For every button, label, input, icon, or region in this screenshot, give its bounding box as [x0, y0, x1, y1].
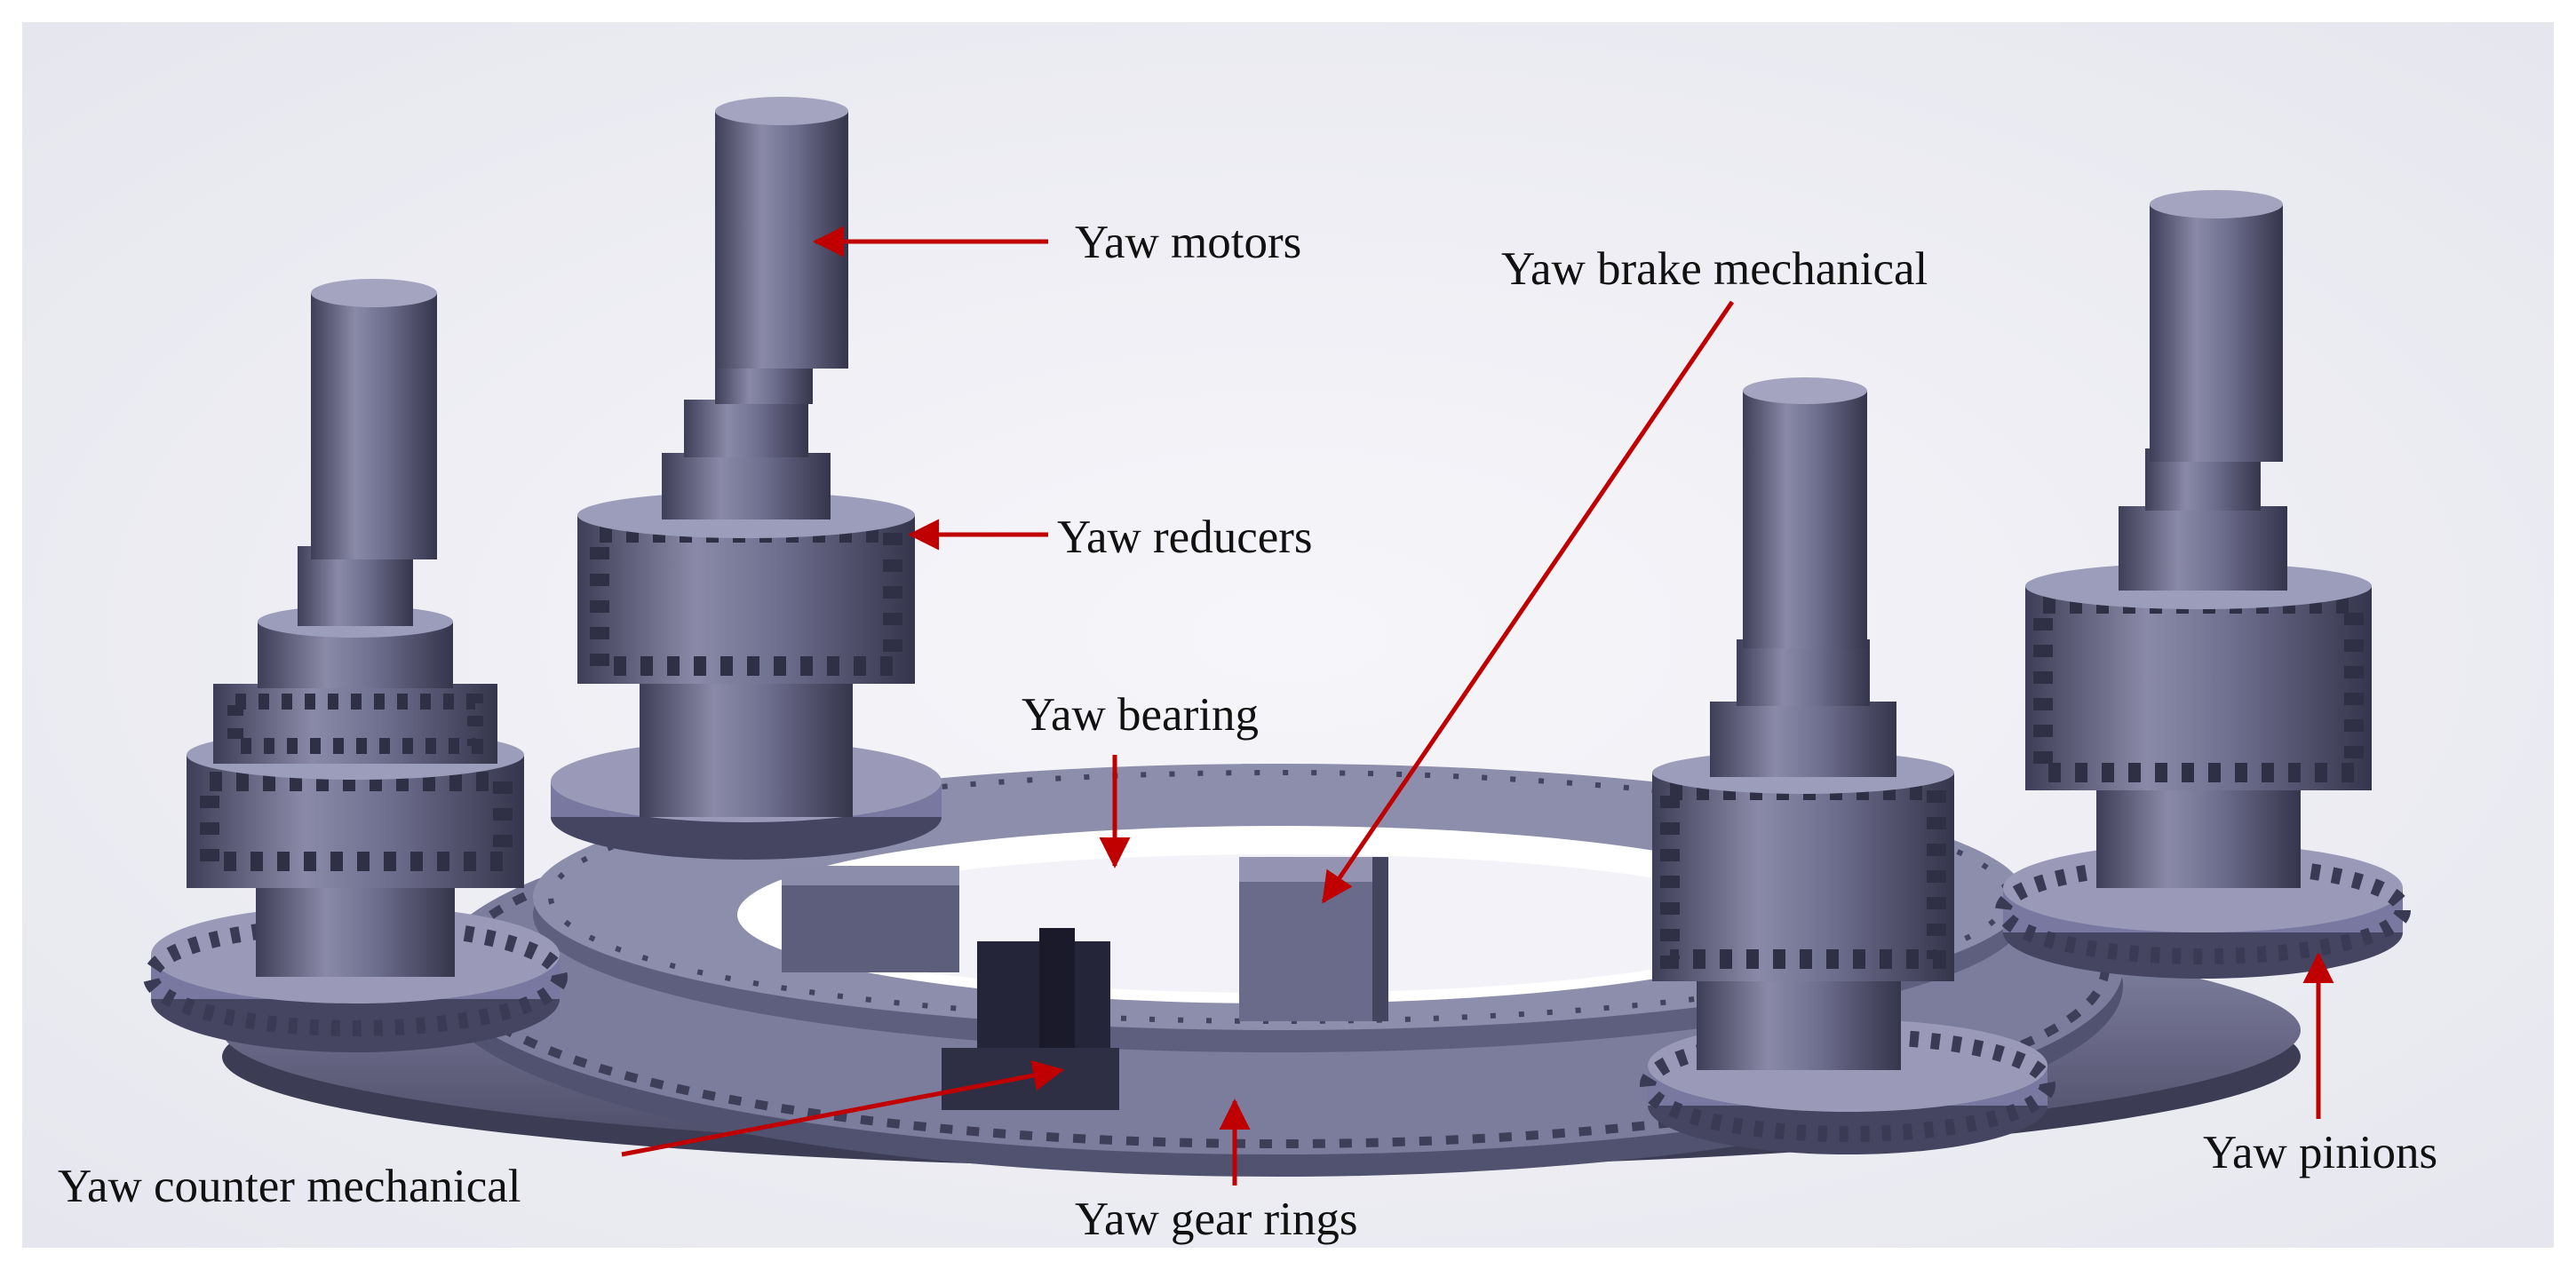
leader-arrows — [621, 226, 2334, 1186]
yaw-brake-block — [1239, 857, 1388, 1021]
yaw-drive-4 — [2025, 190, 2372, 888]
label-yaw-motors: Yaw motors — [1075, 217, 1301, 268]
label-yaw-bearing: Yaw bearing — [1022, 689, 1259, 741]
yaw-drive-1 — [187, 279, 524, 977]
label-yaw-gear-rings: Yaw gear rings — [1075, 1194, 1357, 1245]
label-yaw-pinions: Yaw pinions — [2203, 1127, 2437, 1178]
arrow-yaw-counter — [621, 1059, 1064, 1157]
arrow-yaw-brake — [1321, 300, 1735, 904]
label-yaw-brake: Yaw brake mechanical — [1501, 243, 1928, 295]
yaw-drive-3 — [1652, 377, 1954, 1070]
label-yaw-counter: Yaw counter mechanical — [58, 1161, 521, 1212]
label-yaw-reducers: Yaw reducers — [1057, 512, 1313, 563]
inner-box — [782, 866, 959, 972]
